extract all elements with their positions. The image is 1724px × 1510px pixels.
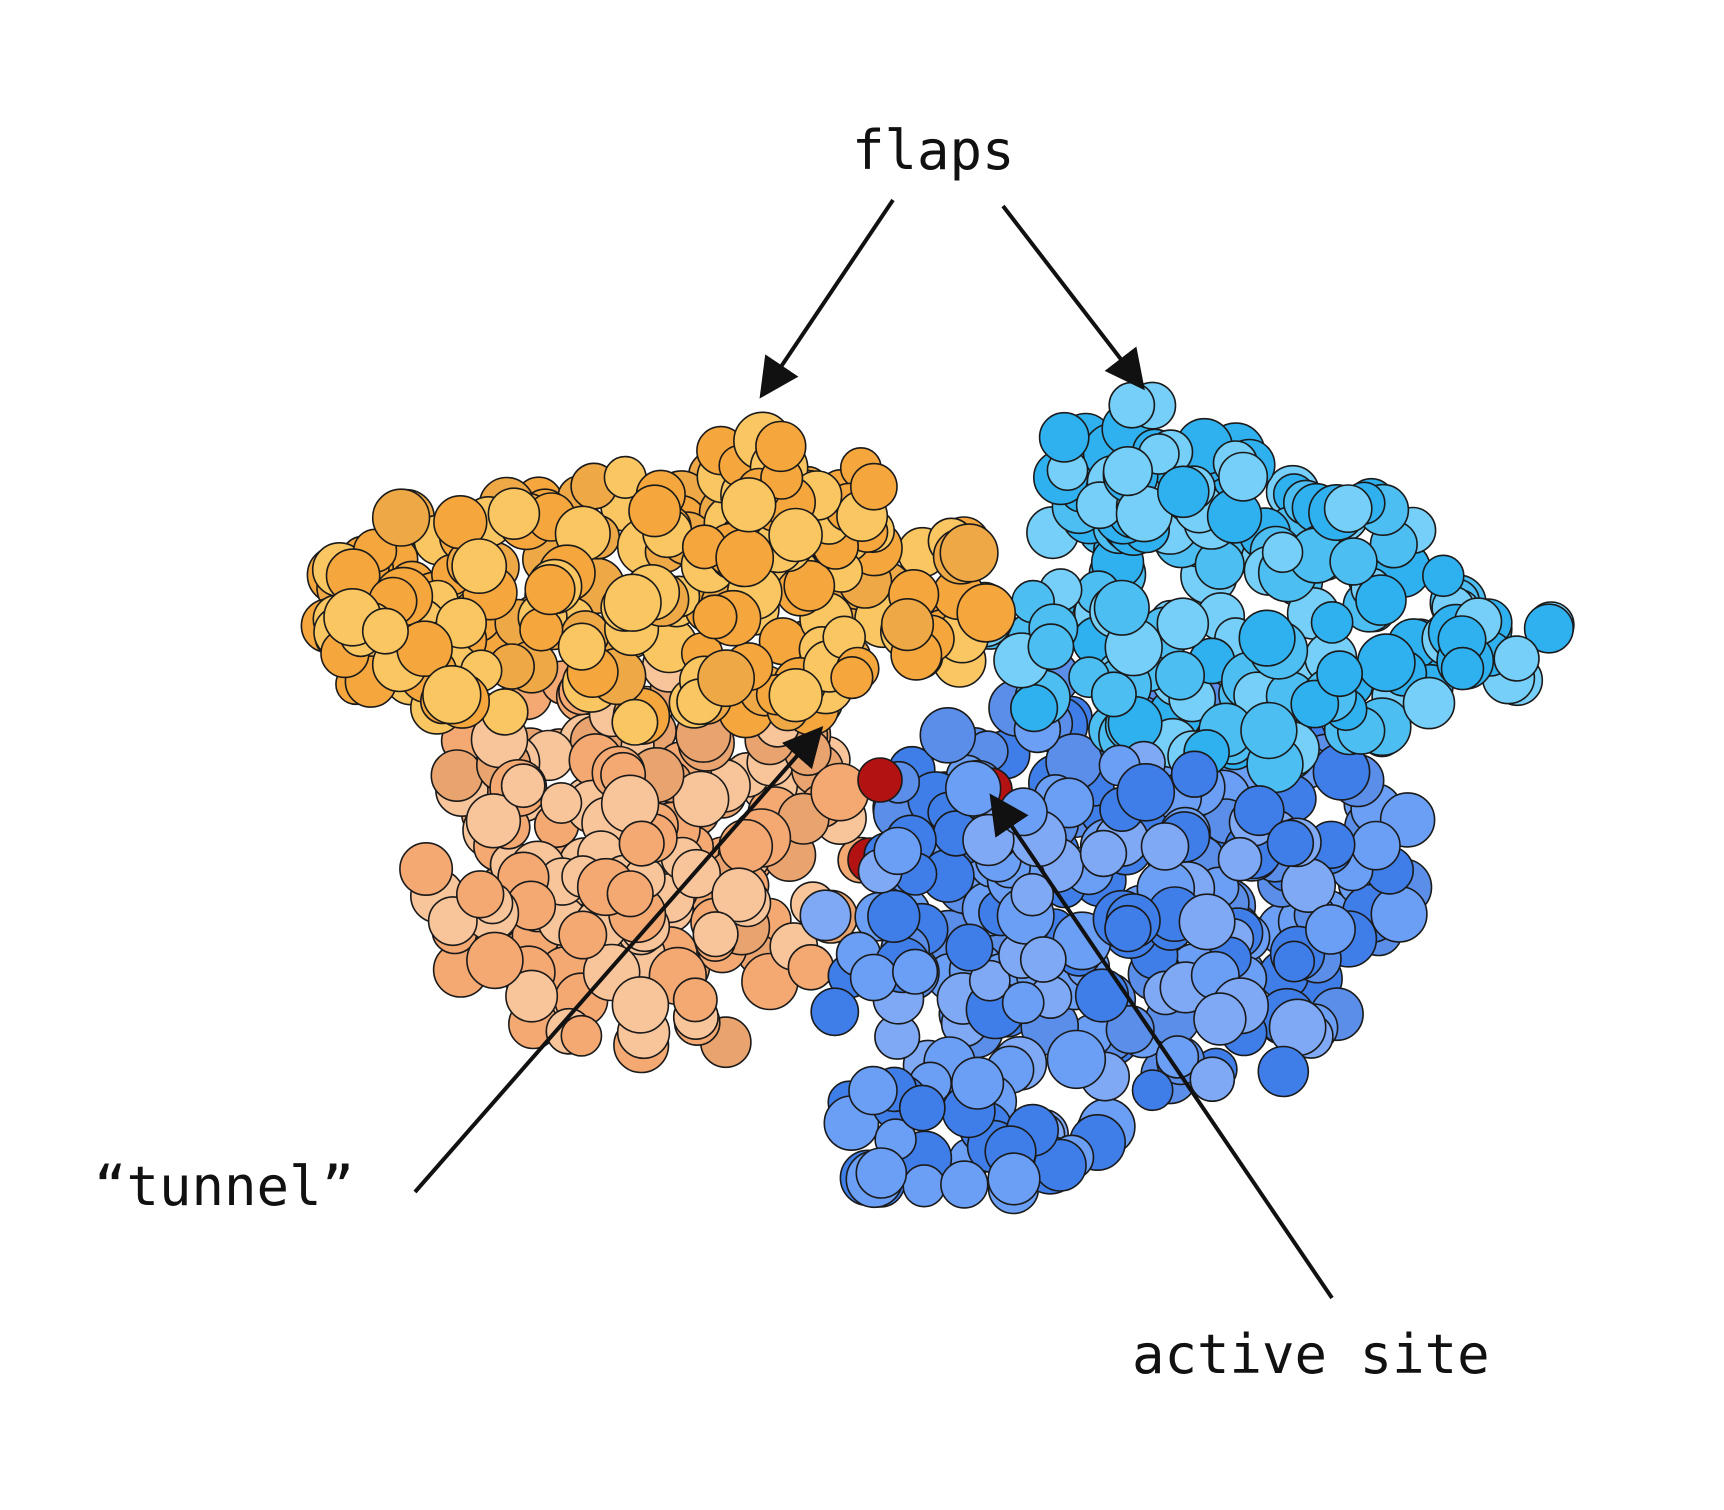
flaps-arrow-left bbox=[759, 198, 895, 399]
sky-flap bbox=[1032, 381, 1276, 557]
flaps-label: flaps bbox=[852, 119, 1015, 182]
orange-left-arm bbox=[313, 566, 503, 735]
annotation-arrows bbox=[413, 198, 1334, 1300]
protein-molecule bbox=[300, 381, 1575, 1215]
tunnel-label: “tunnel” bbox=[94, 1155, 355, 1218]
sky-right-arm bbox=[1427, 597, 1575, 707]
active-site-label: active site bbox=[1132, 1323, 1490, 1386]
active-site-arrow bbox=[989, 793, 1334, 1300]
flaps-arrow-right bbox=[1001, 204, 1145, 391]
orange-flap bbox=[628, 411, 898, 588]
blue-tail bbox=[823, 1045, 1095, 1215]
peach-subunit-front bbox=[427, 745, 774, 1060]
tunnel-arrow bbox=[413, 725, 824, 1194]
